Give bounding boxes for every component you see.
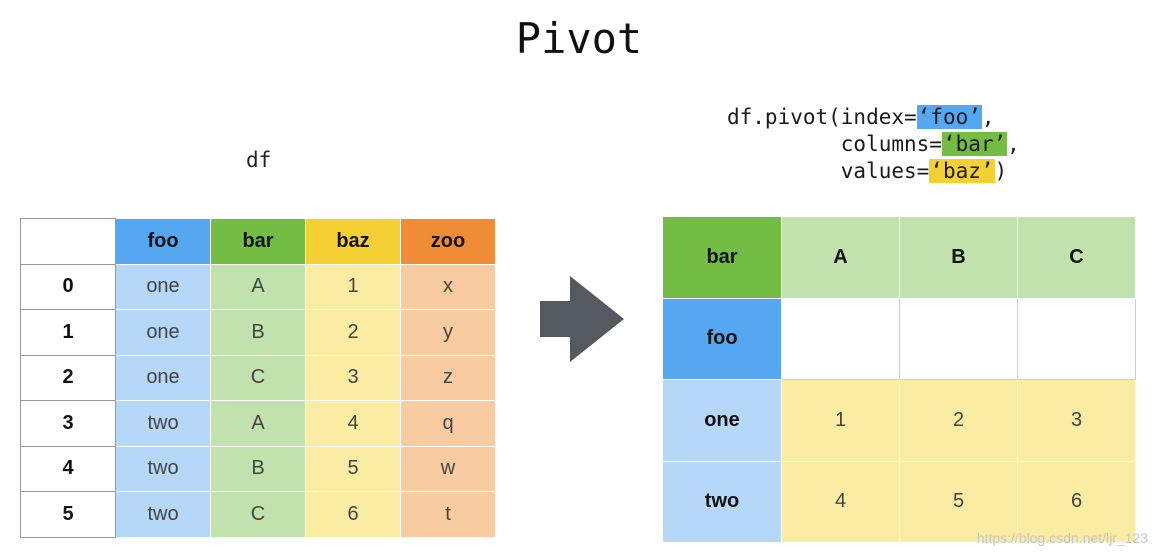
table-row: 1 one B 2 y xyxy=(20,309,496,356)
code-line-3-prefix: values= xyxy=(727,159,930,183)
value-cell: 1 xyxy=(781,379,900,462)
diagram-title: Pivot xyxy=(515,14,643,63)
bar-cell: B xyxy=(210,445,306,492)
columns-name-cell: bar xyxy=(662,216,782,299)
columns-header-row: bar A B C xyxy=(662,216,1136,299)
empty-cell xyxy=(899,297,1018,380)
row-index: one xyxy=(662,379,782,462)
column-header-zoo: zoo xyxy=(400,218,496,265)
column-header-bar: bar xyxy=(210,218,306,265)
code-line-3-suffix: ) xyxy=(994,159,1008,183)
zoo-cell: w xyxy=(400,445,496,492)
zoo-cell: z xyxy=(400,354,496,401)
row-index: 4 xyxy=(20,445,116,492)
column-header-foo: foo xyxy=(115,218,211,265)
columns-argument: ‘bar’ xyxy=(941,132,1008,156)
index-argument: ‘foo’ xyxy=(916,105,982,129)
column-header-b: B xyxy=(899,216,1018,299)
baz-cell: 5 xyxy=(305,445,401,492)
row-index: 5 xyxy=(20,491,116,538)
foo-cell: one xyxy=(115,354,211,401)
bar-cell: C xyxy=(210,354,306,401)
bar-cell: B xyxy=(210,309,306,356)
zoo-cell: x xyxy=(400,263,496,310)
table-row: one 1 2 3 xyxy=(662,379,1136,462)
zoo-cell: t xyxy=(400,491,496,538)
baz-cell: 6 xyxy=(305,491,401,538)
foo-cell: one xyxy=(115,309,211,356)
row-index: two xyxy=(662,460,782,543)
zoo-cell: q xyxy=(400,400,496,447)
empty-cell xyxy=(1017,297,1136,380)
row-index: 2 xyxy=(20,354,116,401)
baz-cell: 2 xyxy=(305,309,401,356)
table-row: 5 two C 6 t xyxy=(20,491,496,538)
baz-cell: 1 xyxy=(305,263,401,310)
code-line-1-prefix: df.pivot(index= xyxy=(727,105,917,129)
df-label: df xyxy=(246,148,272,172)
column-header-a: A xyxy=(781,216,900,299)
code-line-1-suffix: , xyxy=(981,105,995,129)
column-header-baz: baz xyxy=(305,218,401,265)
table-row: 4 two B 5 w xyxy=(20,445,496,492)
table-row: 2 one C 3 z xyxy=(20,354,496,401)
watermark: https://blog.csdn.net/ljr_123 xyxy=(976,530,1148,546)
baz-cell: 4 xyxy=(305,400,401,447)
value-cell: 2 xyxy=(899,379,1018,462)
row-index: 3 xyxy=(20,400,116,447)
column-header-c: C xyxy=(1017,216,1136,299)
foo-cell: one xyxy=(115,263,211,310)
table-row: two 4 5 6 xyxy=(662,460,1136,543)
table-row: 3 two A 4 q xyxy=(20,400,496,447)
value-cell: 3 xyxy=(1017,379,1136,462)
bar-cell: A xyxy=(210,400,306,447)
empty-cell xyxy=(781,297,900,380)
code-line-2-prefix: columns= xyxy=(727,132,942,156)
zoo-cell: y xyxy=(400,309,496,356)
row-index: 0 xyxy=(20,263,116,310)
pivoted-table: bar A B C foo one 1 2 3 two 4 5 6 xyxy=(662,216,1136,543)
value-cell: 6 xyxy=(1017,460,1136,543)
source-dataframe-table: foo bar baz zoo 0 one A 1 x 1 one B 2 y … xyxy=(20,218,496,538)
row-index: 1 xyxy=(20,309,116,356)
value-cell: 4 xyxy=(781,460,900,543)
foo-cell: two xyxy=(115,491,211,538)
pivot-code: df.pivot(index=‘foo’, columns=‘bar’, val… xyxy=(727,104,1020,185)
foo-cell: two xyxy=(115,445,211,492)
right-arrow-icon xyxy=(540,276,624,362)
values-argument: ‘baz’ xyxy=(929,159,995,183)
index-name-row: foo xyxy=(662,297,1136,380)
baz-cell: 3 xyxy=(305,354,401,401)
corner-cell xyxy=(20,218,116,265)
index-name-cell: foo xyxy=(662,297,782,380)
foo-cell: two xyxy=(115,400,211,447)
code-line-2-suffix: , xyxy=(1007,132,1020,156)
table-row: 0 one A 1 x xyxy=(20,263,496,310)
value-cell: 5 xyxy=(899,460,1018,543)
bar-cell: C xyxy=(210,491,306,538)
bar-cell: A xyxy=(210,263,306,310)
header-row: foo bar baz zoo xyxy=(20,218,496,265)
